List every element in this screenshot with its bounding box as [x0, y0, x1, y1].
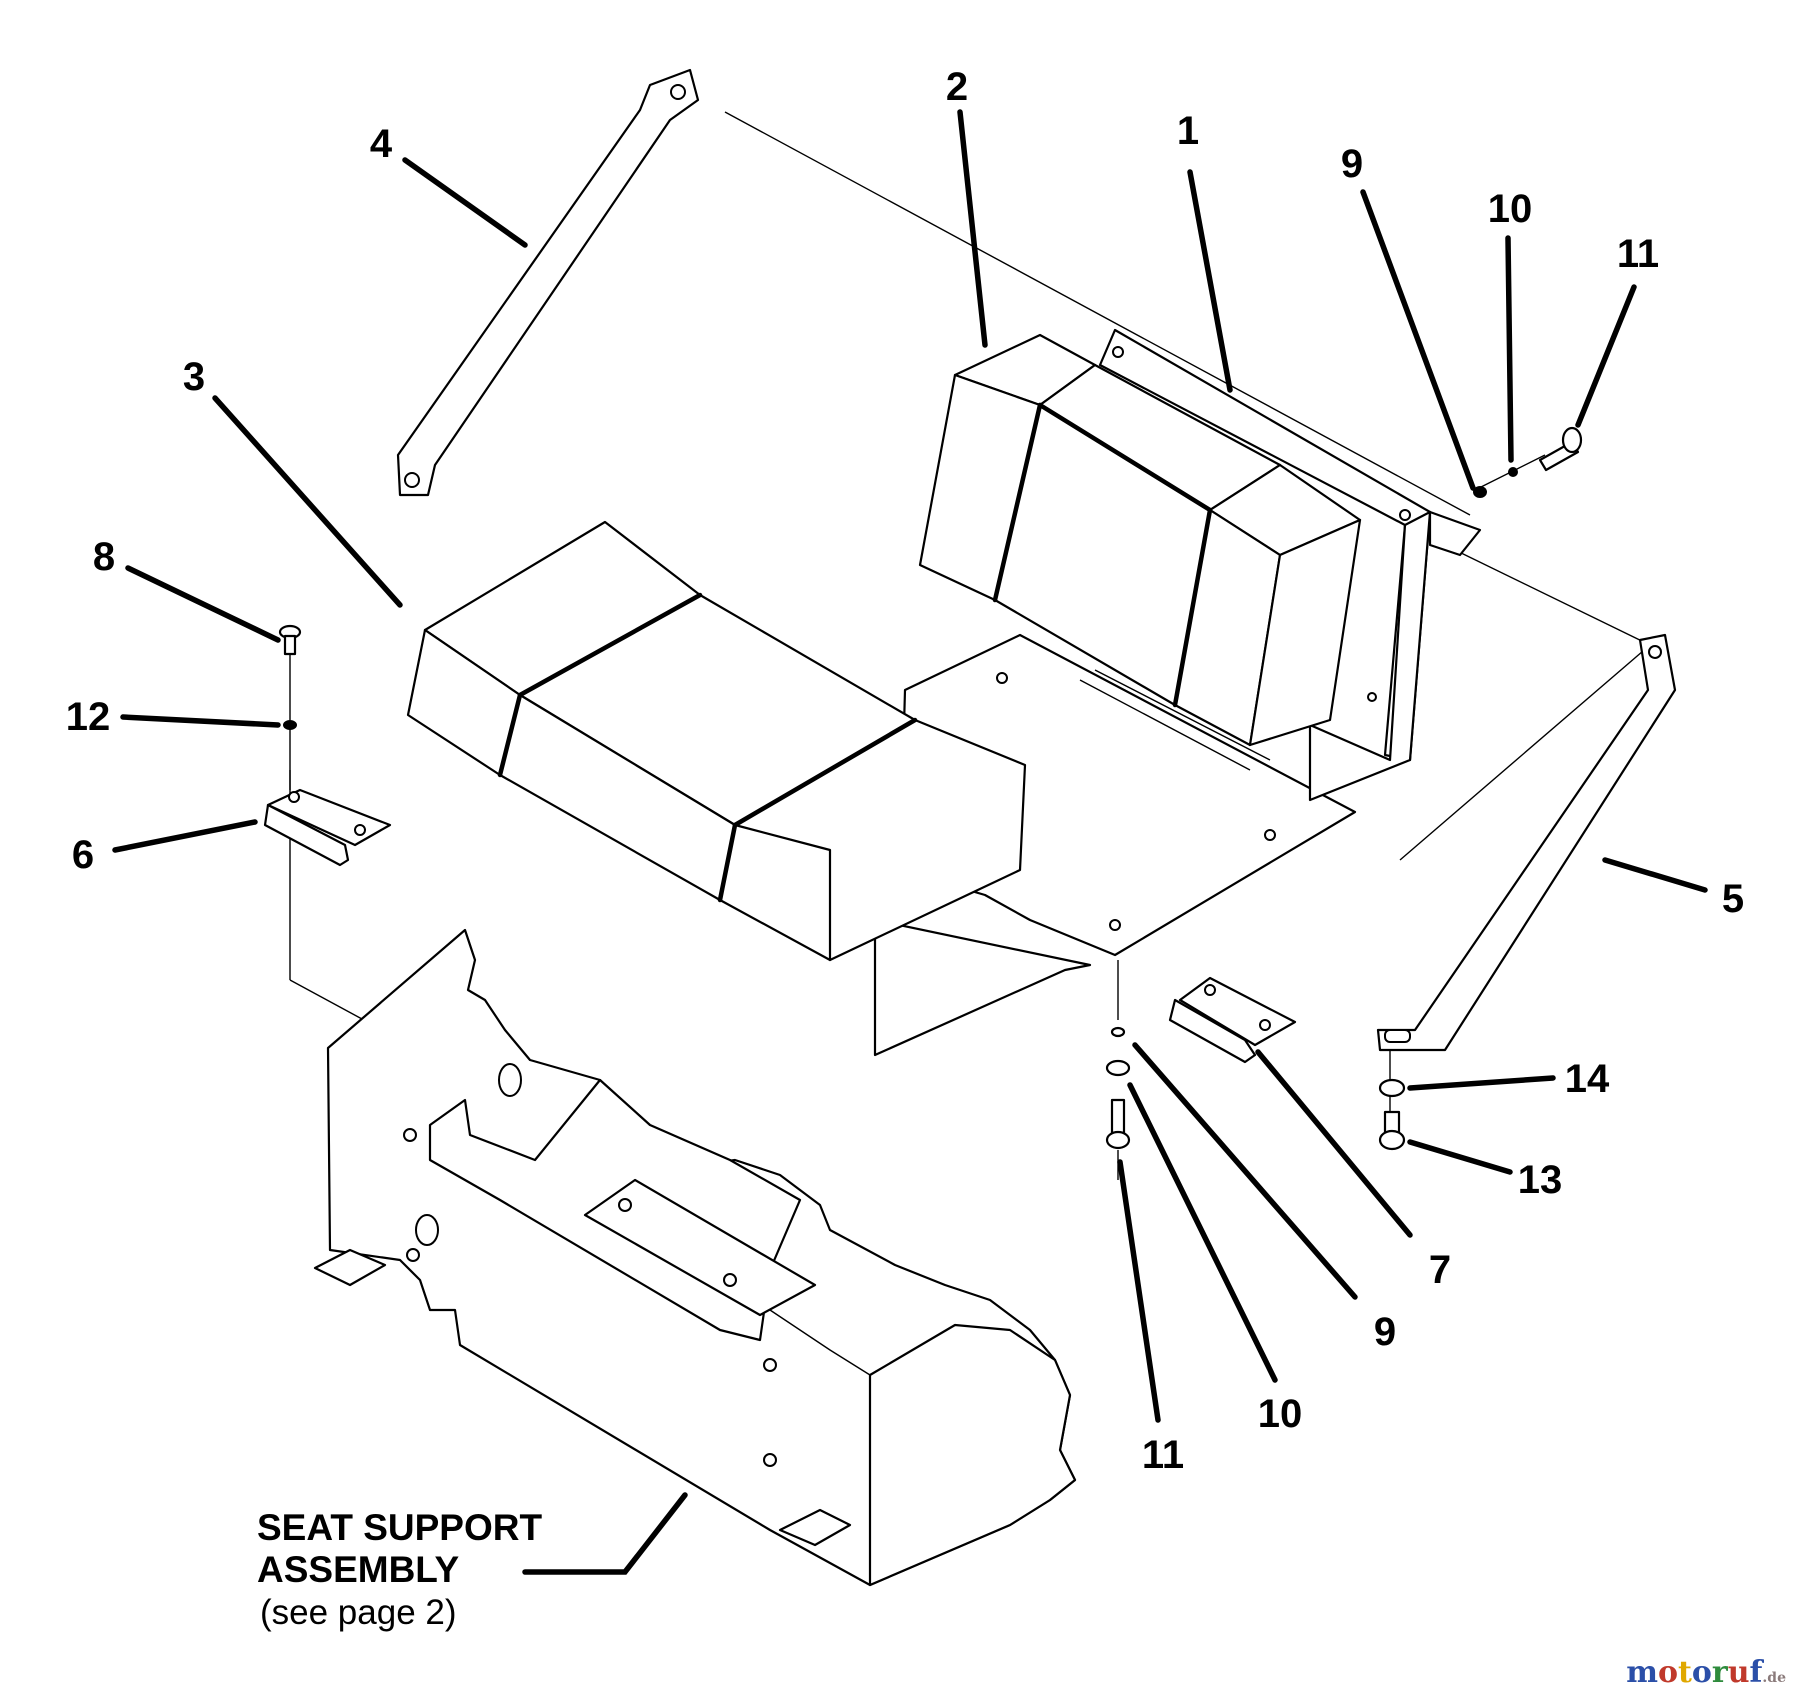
leader-6: [112, 819, 258, 853]
callout-3: 3: [183, 355, 205, 399]
callout-labels: 1 2 3 4 5 6 7 8 9 9 10 10 11 11 12 13 14: [66, 65, 1744, 1477]
seat-bottom-cushion: [406, 520, 1027, 962]
assembly-note-line1: SEAT SUPPORT: [257, 1507, 542, 1548]
seat-back-bracket: [1098, 328, 1482, 802]
seat-back-cushion: [918, 333, 1362, 747]
assembly-note: SEAT SUPPORT ASSEMBLY (see page 2): [257, 1507, 542, 1632]
leader-5: [1602, 857, 1708, 893]
hardware-upper-right: [1473, 426, 1583, 498]
callout-14: 14: [1565, 1057, 1610, 1101]
leader-4: [402, 157, 528, 248]
leader-11b: [1117, 1159, 1161, 1423]
callout-10b: 10: [1258, 1392, 1303, 1436]
leader-12: [120, 714, 281, 728]
hardware-left: [278, 624, 302, 730]
watermark-suffix: .de: [1762, 1670, 1786, 1686]
callout-11a: 11: [1617, 232, 1659, 276]
leader-7: [1255, 1049, 1413, 1238]
callout-7: 7: [1429, 1248, 1451, 1292]
leader-10b: [1127, 1082, 1278, 1383]
leader-assembly: [522, 1492, 688, 1575]
callout-2: 2: [946, 65, 968, 109]
callout-4: 4: [370, 122, 393, 166]
watermark-letter: u: [1727, 1655, 1750, 1690]
watermark-letter: o: [1691, 1655, 1712, 1690]
callout-10a: 10: [1488, 187, 1533, 231]
watermark-logo: motoruf.de: [1626, 1655, 1786, 1690]
watermark-letter: f: [1749, 1655, 1763, 1690]
watermark-letter: r: [1711, 1655, 1728, 1690]
callout-13: 13: [1518, 1158, 1563, 1202]
leader-1: [1187, 169, 1233, 393]
hinge-right: [1168, 976, 1297, 1064]
leader-9a: [1360, 189, 1476, 491]
callout-6: 6: [72, 833, 94, 877]
leader-11a: [1575, 284, 1637, 428]
alignment-lines: [289, 111, 1651, 1180]
seat-base-plate: [873, 633, 1357, 1057]
callout-9a: 9: [1341, 142, 1363, 186]
callout-11b: 11: [1142, 1433, 1184, 1477]
callout-8: 8: [93, 535, 115, 579]
hardware-lower-center: [1105, 1026, 1131, 1150]
watermark-letter: m: [1626, 1655, 1658, 1690]
hinge-left: [263, 788, 392, 867]
assembly-note-line2: ASSEMBLY: [257, 1549, 460, 1590]
leader-3: [212, 395, 403, 608]
leader-10a: [1505, 235, 1514, 463]
leader-8: [125, 565, 281, 643]
callout-1: 1: [1177, 109, 1199, 153]
seat-strap-right: [1376, 633, 1677, 1052]
callout-5: 5: [1722, 877, 1744, 921]
leader-14: [1407, 1075, 1556, 1091]
seat-support-assembly: [313, 928, 1077, 1587]
callout-9b: 9: [1374, 1310, 1396, 1354]
watermark-letter: o: [1658, 1655, 1679, 1690]
callout-12: 12: [66, 695, 111, 739]
seat-strap-left: [396, 68, 700, 497]
watermark-letter: t: [1678, 1655, 1692, 1690]
assembly-note-line3: (see page 2): [260, 1593, 457, 1632]
leader-2: [957, 109, 988, 348]
leader-lines: [112, 109, 1708, 1575]
hardware-right-strap: [1378, 1078, 1406, 1151]
leader-13: [1407, 1139, 1513, 1175]
leader-9b: [1132, 1042, 1358, 1300]
